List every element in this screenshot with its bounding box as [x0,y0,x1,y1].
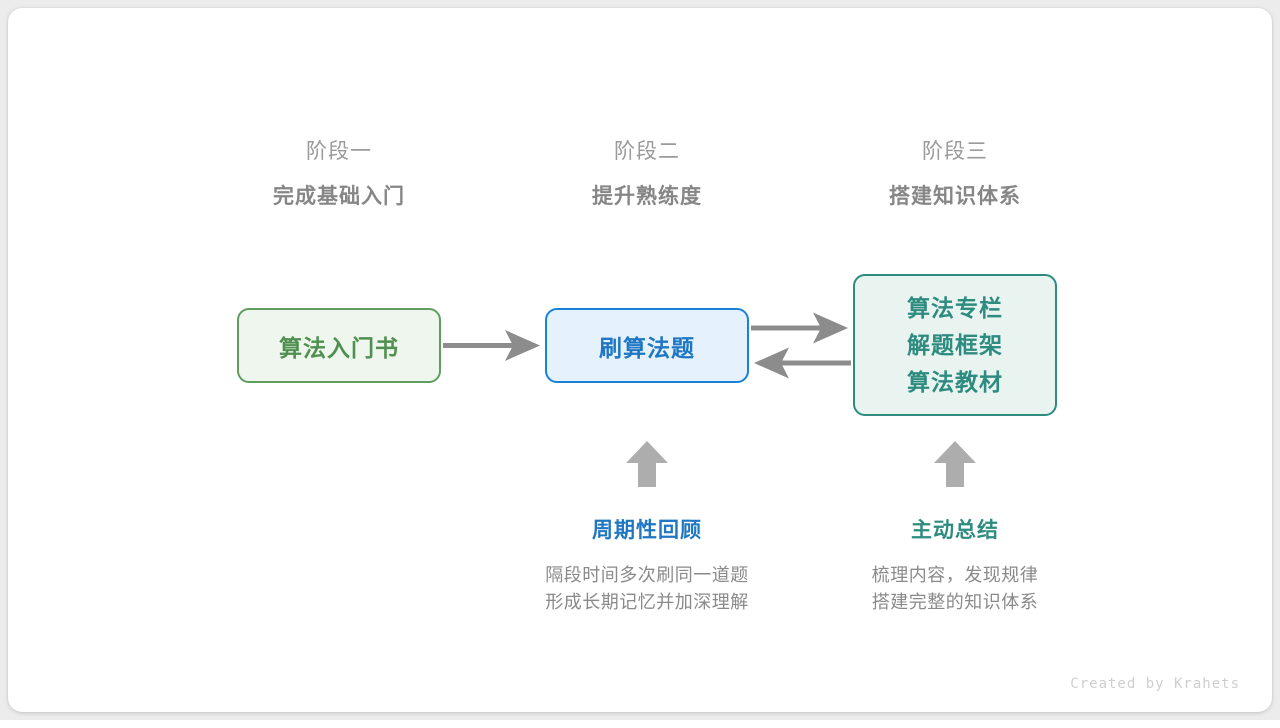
annotation-review-desc-line-2: 形成长期记忆并加深理解 [545,592,749,612]
stage-header-2: 阶段二 提升熟练度 [527,138,767,211]
annotation-active-summary: 主动总结 梳理内容，发现规律 搭建完整的知识体系 [805,516,1105,616]
up-arrow-icon-summary [934,441,976,487]
node-resources-line-2: 解题框架 [907,331,1003,358]
annotation-review-title: 周期性回顾 [592,519,702,542]
stage-goal-2: 提升熟练度 [592,185,702,208]
credit-text: Created by Krahets [1070,676,1240,692]
node-practice-problems[interactable]: 刷算法题 [545,308,749,383]
slide-card: 阶段一 完成基础入门 阶段二 提升熟练度 阶段三 搭建知识体系 [8,8,1272,712]
node-resources-line-3: 算法教材 [907,368,1003,395]
annotation-summary-title: 主动总结 [911,519,999,542]
node-algorithm-intro-book[interactable]: 算法入门书 [237,308,441,383]
stage-goal-3: 搭建知识体系 [889,185,1021,208]
annotation-review-desc-line-1: 隔段时间多次刷同一道题 [545,565,749,585]
stage-header-1: 阶段一 完成基础入门 [219,138,459,211]
stage-name-1: 阶段一 [306,140,372,163]
stage-name-2: 阶段二 [614,140,680,163]
node-book-label: 算法入门书 [279,334,399,361]
annotation-summary-desc-line-1: 梳理内容，发现规律 [871,565,1039,585]
node-resources-line-1: 算法专栏 [907,294,1003,321]
annotation-summary-description: 梳理内容，发现规律 搭建完整的知识体系 [805,562,1105,616]
node-learning-resources[interactable]: 算法专栏 解题框架 算法教材 [853,274,1057,416]
stage-name-3: 阶段三 [922,140,988,163]
annotation-review-description: 隔段时间多次刷同一道题 形成长期记忆并加深理解 [497,562,797,616]
up-arrow-icon-review [626,441,668,487]
stage-goal-1: 完成基础入门 [273,185,405,208]
annotation-periodic-review: 周期性回顾 隔段时间多次刷同一道题 形成长期记忆并加深理解 [497,516,797,616]
stage-header-3: 阶段三 搭建知识体系 [835,138,1075,211]
annotation-summary-desc-line-2: 搭建完整的知识体系 [871,592,1039,612]
node-practice-label: 刷算法题 [599,334,695,361]
